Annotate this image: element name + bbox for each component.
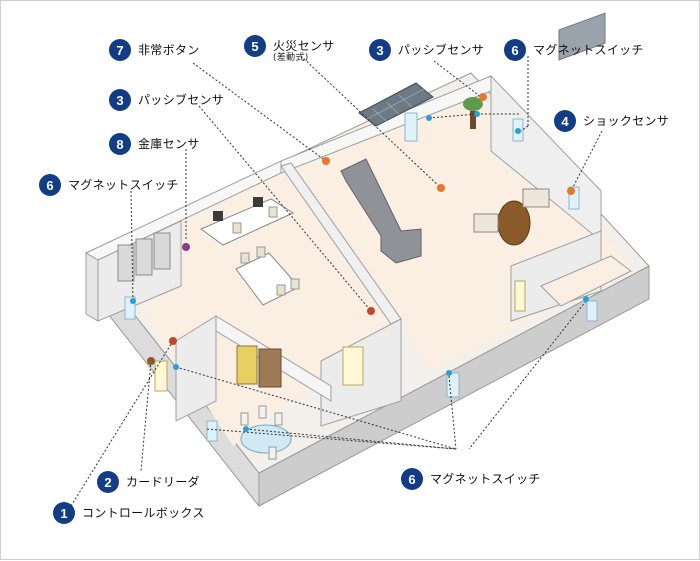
sensor-panic-button — [322, 157, 330, 165]
round-table — [497, 200, 531, 246]
callout-number: 1 — [53, 502, 75, 524]
chairs — [232, 206, 300, 296]
wall-left-end — [85, 252, 99, 322]
callout-control-box: 1 コントロールボックス — [53, 502, 205, 524]
callout-passive-sensor-left: 3 パッシブセンサ — [109, 89, 224, 111]
server-rack — [135, 238, 153, 276]
callout-magnet-switch-left: 6 マグネットスイッチ — [39, 174, 179, 196]
kitchen-cabinet — [258, 348, 282, 388]
sensor-control-box — [169, 337, 177, 345]
callout-sublabel: (差動式) — [273, 53, 309, 63]
callout-panic-button: 7 非常ボタン — [109, 39, 200, 61]
sensor-magnet-corridor — [446, 370, 452, 376]
callout-fire-sensor: 5 火災センサ (差動式) — [244, 35, 335, 63]
callout-label: 金庫センサ — [138, 137, 200, 151]
sofa — [473, 213, 499, 233]
sensor-shock — [567, 187, 575, 195]
sensor-safe — [182, 243, 190, 251]
sofa — [522, 188, 550, 208]
server-rack — [153, 232, 171, 270]
callout-shock-sensor: 4 ショックセンサ — [554, 110, 669, 132]
callout-number: 2 — [97, 471, 119, 493]
callout-number: 6 — [39, 174, 61, 196]
floor-left-room — [111, 173, 401, 446]
monitor — [253, 197, 263, 207]
callout-label: マグネットスイッチ — [533, 43, 644, 57]
sensor-magnet-window — [426, 115, 432, 121]
callout-label: パッシブセンサ — [138, 93, 225, 107]
callout-passive-sensor-top: 3 パッシブセンサ — [369, 39, 484, 61]
callout-number: 6 — [401, 468, 423, 490]
sensor-passive-left — [367, 307, 375, 315]
plant — [463, 97, 483, 111]
callout-number: 8 — [109, 133, 131, 155]
solar-panel-grid — [366, 88, 425, 122]
leader-lines — [70, 55, 603, 507]
meeting-chairs — [240, 405, 283, 460]
callout-number: 3 — [109, 89, 131, 111]
wall-meeting-room — [175, 315, 217, 422]
callout-card-reader: 2 カードリーダ — [97, 471, 200, 493]
plant-pot — [470, 111, 476, 129]
server-rack — [117, 244, 135, 282]
callout-label: 非常ボタン — [138, 43, 200, 57]
wall-restroom — [510, 230, 602, 322]
reception-counter — [340, 158, 422, 264]
windows — [124, 112, 598, 442]
callout-number: 5 — [244, 35, 266, 57]
callout-label: カードリーダ — [126, 475, 200, 489]
sensor-fire — [437, 184, 445, 192]
kitchen-counter — [558, 12, 606, 61]
callout-label: マグネットスイッチ — [68, 178, 179, 192]
callout-safe-sensor: 8 金庫センサ — [109, 133, 200, 155]
sensor-magnet-top — [474, 111, 480, 117]
callout-label: ショックセンサ — [583, 114, 670, 128]
sensor-card-reader — [147, 357, 155, 365]
callout-number: 4 — [554, 110, 576, 132]
sensor-magnet-restroom — [583, 296, 589, 302]
sensor-magnet-left — [130, 298, 136, 304]
callout-number: 6 — [504, 39, 526, 61]
sensor-markers — [130, 93, 589, 432]
callout-magnet-switch-top: 6 マグネットスイッチ — [504, 39, 644, 61]
restroom-floor — [540, 255, 632, 307]
callout-label: パッシブセンサ — [398, 43, 485, 57]
callout-label: マグネットスイッチ — [430, 472, 541, 486]
monitor — [213, 211, 223, 221]
callout-magnet-switch-bottom: 6 マグネットスイッチ — [401, 468, 541, 490]
sensor-magnet-meeting — [243, 426, 249, 432]
callout-number: 7 — [109, 39, 131, 61]
callout-label-group: 火災センサ (差動式) — [273, 35, 335, 63]
sensor-magnet-door — [173, 364, 179, 370]
callout-label: コントロールボックス — [82, 506, 205, 520]
callout-number: 3 — [369, 39, 391, 61]
callout-label: 火災センサ — [273, 39, 335, 53]
refrigerator — [236, 345, 258, 385]
sensor-passive-top — [479, 93, 487, 101]
doors — [154, 280, 526, 392]
sensor-magnet-window — [515, 128, 521, 134]
